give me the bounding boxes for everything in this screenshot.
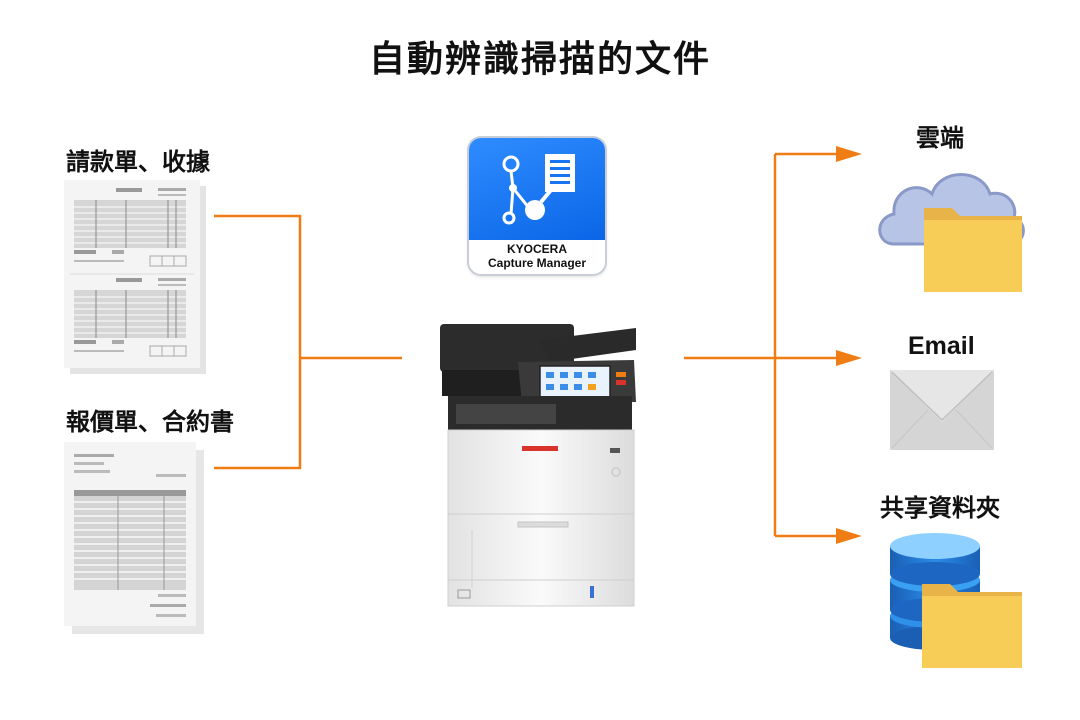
- connector-invoice: [214, 214, 302, 470]
- app-icon-background: [469, 138, 605, 240]
- app-name: KYOCERA Capture Manager: [469, 242, 605, 270]
- database-folder-icon: [890, 533, 1022, 668]
- app-name-line2: Capture Manager: [487, 256, 587, 270]
- output-label-email: Email: [908, 332, 975, 360]
- capture-manager-app-icon: KYOCERA Capture Manager: [469, 138, 605, 274]
- invoice-document-icon: [64, 180, 206, 374]
- output-label-cloud: 雲端: [916, 124, 964, 152]
- output-label-shared-folder: 共享資料夾: [880, 494, 1000, 522]
- cloud-folder-icon: [878, 173, 1025, 292]
- workflow-document-icon: [502, 154, 575, 225]
- page-title: 自動辨識掃描的文件: [368, 39, 711, 80]
- app-name-line1: KYOCERA: [506, 242, 567, 256]
- contract-document-icon: [64, 442, 204, 634]
- multifunction-printer-icon: [440, 324, 636, 607]
- envelope-icon: [890, 370, 994, 450]
- input-label-contract: 報價單、合約書: [66, 408, 234, 436]
- input-label-invoice: 請款單、收據: [66, 148, 210, 176]
